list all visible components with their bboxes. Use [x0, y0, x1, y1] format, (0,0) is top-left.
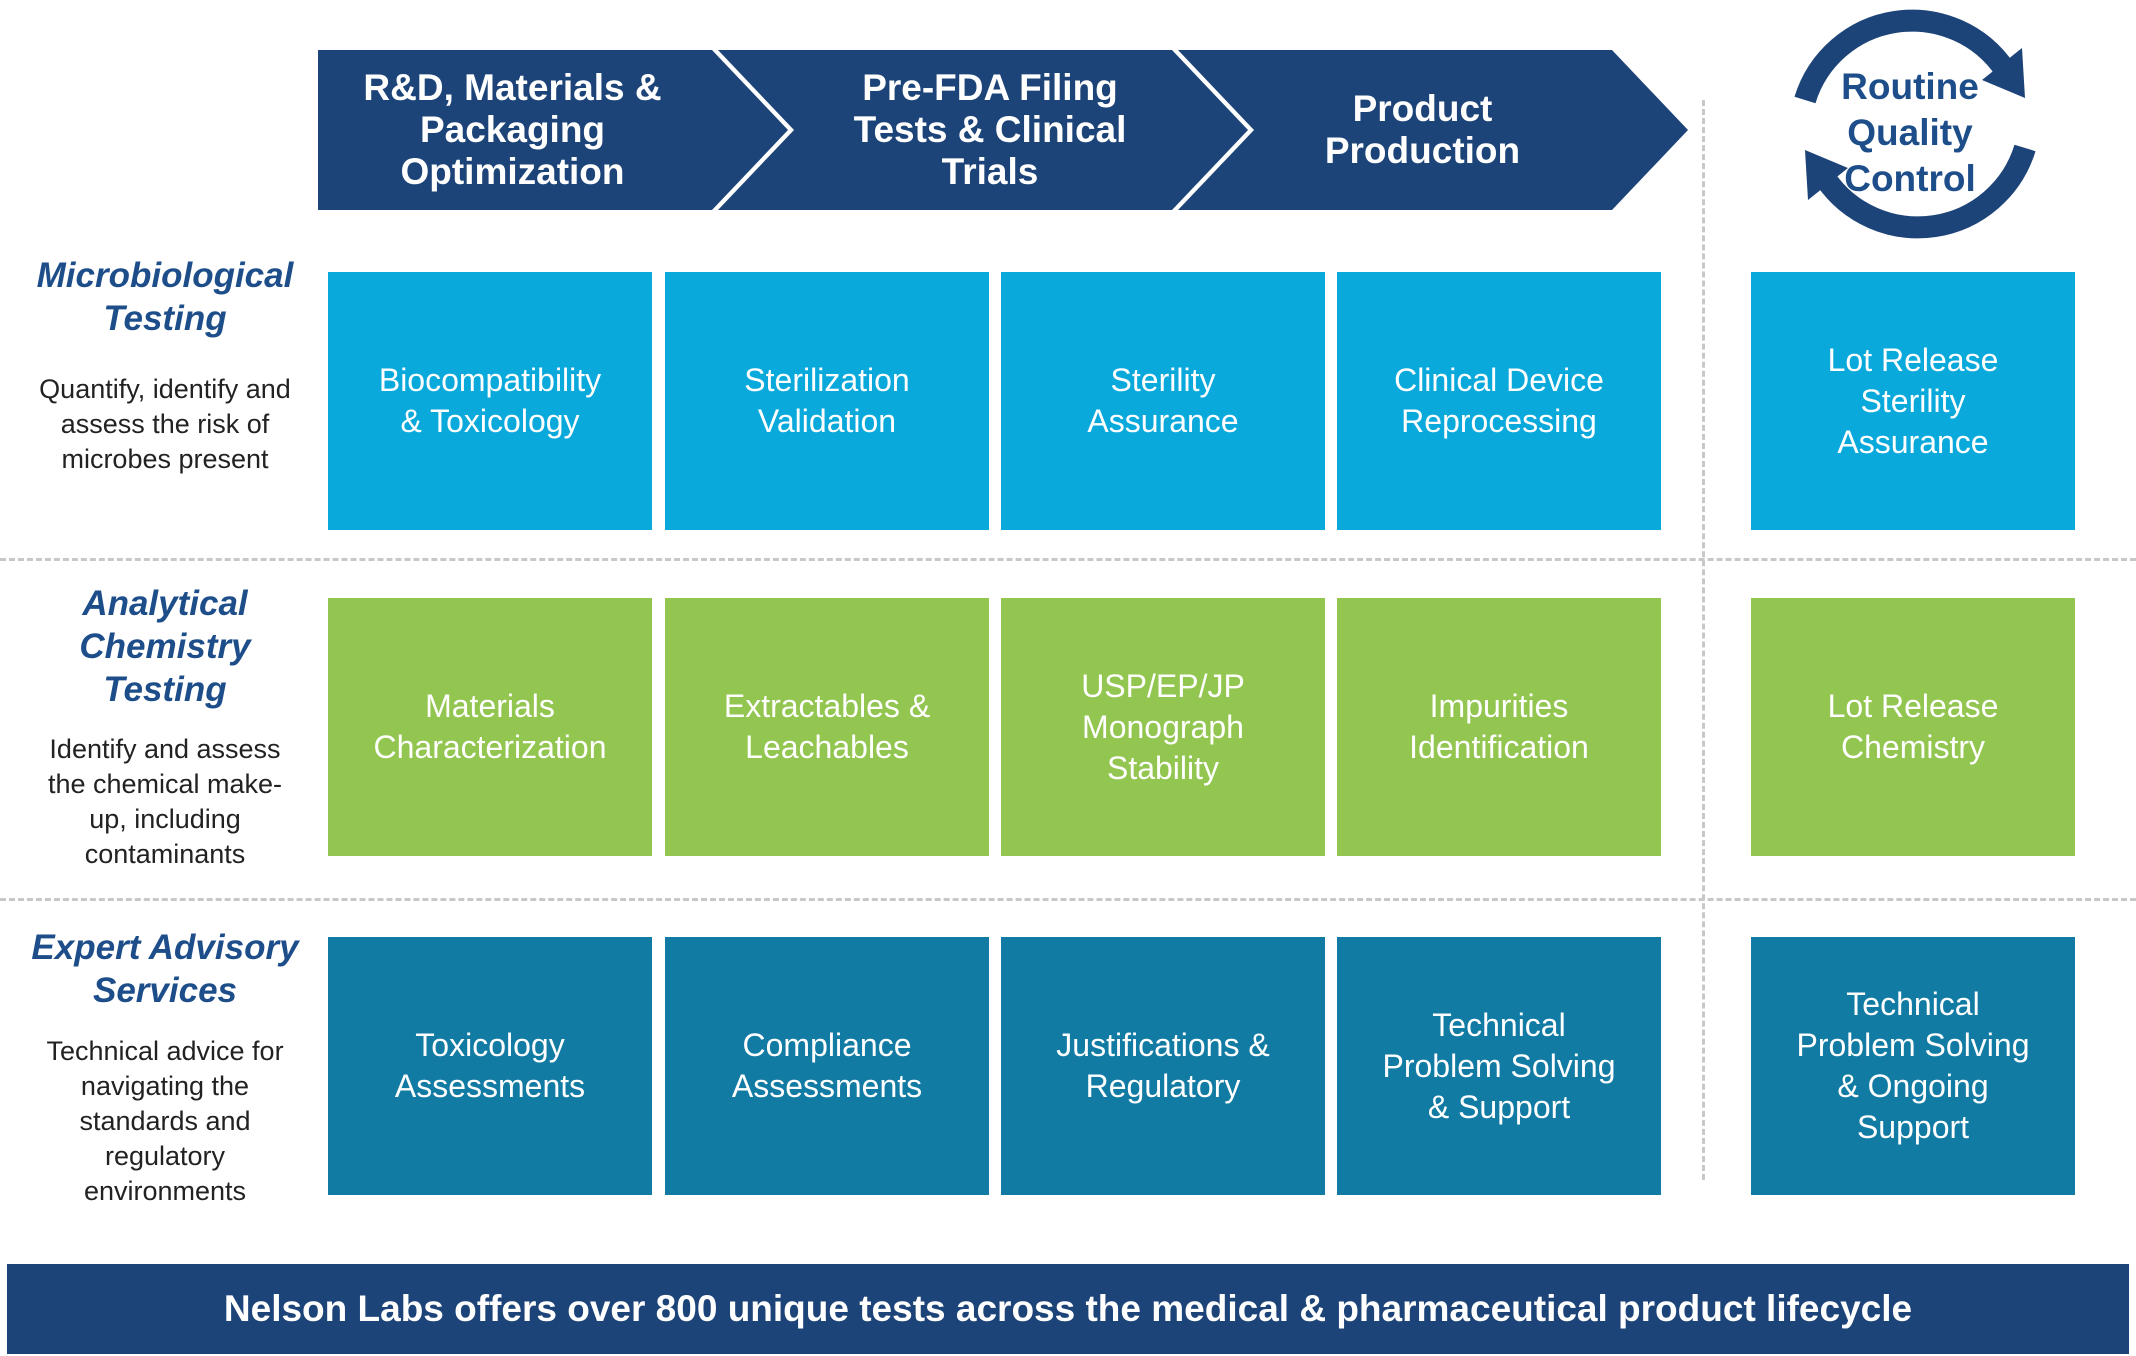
service-box-technical-support: Technical Problem Solving & Support: [1337, 937, 1661, 1195]
phase-chevron-3: [1178, 50, 1688, 210]
service-box-materials-characterization: Materials Characterization: [328, 598, 652, 856]
phase-chevron-1: [318, 50, 788, 210]
circular-arrows-icon: [1794, 9, 2036, 239]
phase-label-2: Pre-FDA Filing Tests & Clinical Trials: [853, 67, 1127, 192]
service-box-justifications-regulatory: Justifications & Regulatory: [1001, 937, 1325, 1195]
qc-column-separator: [1702, 100, 1705, 1180]
footer-banner: Nelson Labs offers over 800 unique tests…: [7, 1264, 2129, 1354]
phase-label-1: R&D, Materials & Packaging Optimization: [363, 67, 662, 192]
phase-chevrons: [318, 50, 1688, 210]
qc-box-technical-ongoing-support: Technical Problem Solving & Ongoing Supp…: [1751, 937, 2075, 1195]
service-box-clinical-reprocessing: Clinical Device Reprocessing: [1337, 272, 1661, 530]
qc-box-lot-release-sterility: Lot Release Sterility Assurance: [1751, 272, 2075, 530]
qc-box-lot-release-chemistry: Lot Release Chemistry: [1751, 598, 2075, 856]
phase-label-3: Product Production: [1324, 88, 1521, 171]
phase-chevron-2: [718, 50, 1248, 210]
row-title-analytical-chemistry: Analytical Chemistry Testing: [79, 584, 251, 709]
service-box-monograph-stability: USP/EP/JP Monograph Stability: [1001, 598, 1325, 856]
routine-qc-label: Routine Quality Control: [1841, 66, 1979, 199]
service-box-toxicology-assessments: Toxicology Assessments: [328, 937, 652, 1195]
row-title-expert-advisory: Expert Advisory Services: [31, 928, 299, 1010]
row-desc-expert-advisory: Technical advice for navigating the stan…: [46, 1036, 284, 1206]
row-separator-1: [0, 558, 2136, 561]
service-box-extractables-leachables: Extractables & Leachables: [665, 598, 989, 856]
row-title-microbiological: Microbiological Testing: [36, 256, 294, 338]
service-box-compliance-assessments: Compliance Assessments: [665, 937, 989, 1195]
footer-text: Nelson Labs offers over 800 unique tests…: [223, 1288, 1913, 1329]
service-box-sterilization-validation: Sterilization Validation: [665, 272, 989, 530]
row-desc-analytical-chemistry: Identify and assess the chemical make- u…: [47, 734, 283, 869]
service-box-biocompatibility: Biocompatibility & Toxicology: [328, 272, 652, 530]
row-desc-microbiological: Quantify, identify and assess the risk o…: [39, 374, 291, 474]
service-box-impurities-identification: Impurities Identification: [1337, 598, 1661, 856]
service-box-sterility-assurance: Sterility Assurance: [1001, 272, 1325, 530]
row-separator-2: [0, 898, 2136, 901]
